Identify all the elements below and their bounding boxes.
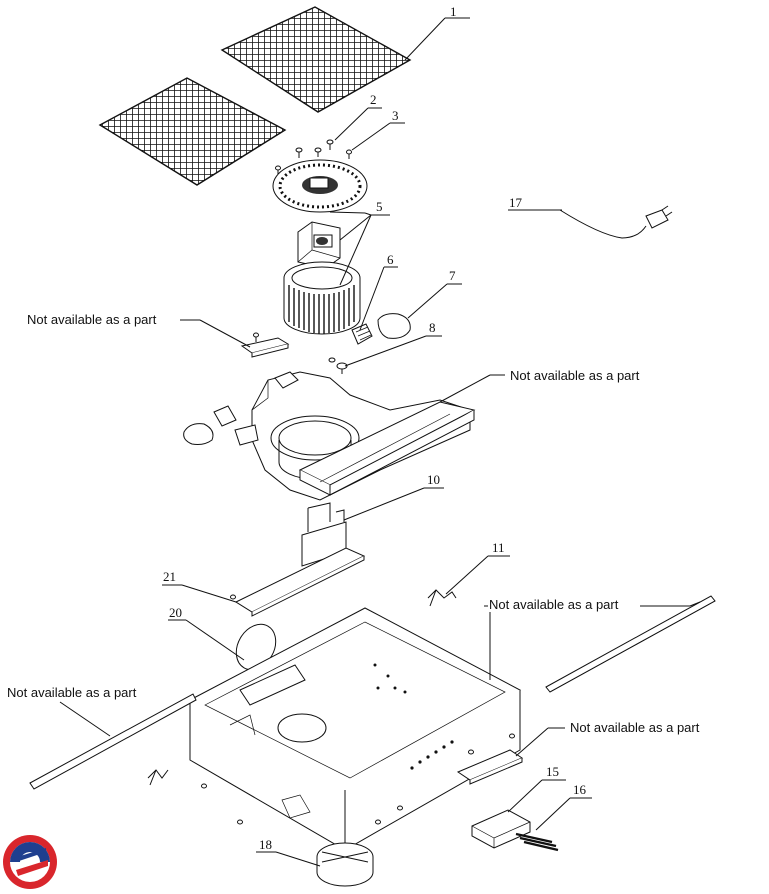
left-clip xyxy=(147,769,169,786)
motor-assembly-part-5 xyxy=(272,159,368,335)
hood-body xyxy=(188,607,522,851)
brand-logo xyxy=(3,835,57,889)
carbon-filter-part-18 xyxy=(316,842,374,887)
callout-20: 20 xyxy=(169,605,182,620)
blower-housing xyxy=(234,371,476,501)
body-screws xyxy=(201,733,515,825)
note-not-available-4: Not available as a part xyxy=(7,685,137,700)
switch-part-15-16 xyxy=(471,809,559,852)
not-available-notes: Not available as a part Not available as… xyxy=(7,312,700,735)
left-trim-strip xyxy=(29,693,197,790)
note-not-available-3: Not available as a part xyxy=(489,597,619,612)
callout-5: 5 xyxy=(376,199,383,214)
callout-2: 2 xyxy=(370,92,377,107)
small-cover-plate xyxy=(240,332,290,358)
grease-filter-part-1 xyxy=(98,6,412,186)
screws-part-2-3 xyxy=(275,139,352,175)
callout-1: 1 xyxy=(450,4,457,19)
callout-8: 8 xyxy=(429,320,436,335)
lamp-parts-6-7-8 xyxy=(328,313,411,374)
right-trim-strip xyxy=(545,595,716,693)
callout-17: 17 xyxy=(509,195,523,210)
clip-part-11 xyxy=(427,589,457,607)
callout-21: 21 xyxy=(163,569,176,584)
lamp-pair-left xyxy=(183,405,237,445)
callout-6: 6 xyxy=(387,252,394,267)
callout-16: 16 xyxy=(573,782,587,797)
callout-numbers: 1 2 3 5 6 7 8 10 11 15 16 17 18 20 21 xyxy=(163,4,587,852)
ring-part-20 xyxy=(235,623,277,671)
callout-3: 3 xyxy=(392,108,399,123)
callout-7: 7 xyxy=(449,268,456,283)
switch-cover-plate xyxy=(456,749,524,785)
callout-15: 15 xyxy=(546,764,559,779)
callout-11: 11 xyxy=(492,540,505,555)
callout-10: 10 xyxy=(427,472,440,487)
note-not-available-2: Not available as a part xyxy=(510,368,640,383)
power-cord-part-17 xyxy=(559,205,673,239)
note-not-available-1: Not available as a part xyxy=(27,312,157,327)
callout-18: 18 xyxy=(259,837,272,852)
note-not-available-5: Not available as a part xyxy=(570,720,700,735)
leader-lines xyxy=(59,17,701,867)
flap-part-21 xyxy=(230,547,366,617)
